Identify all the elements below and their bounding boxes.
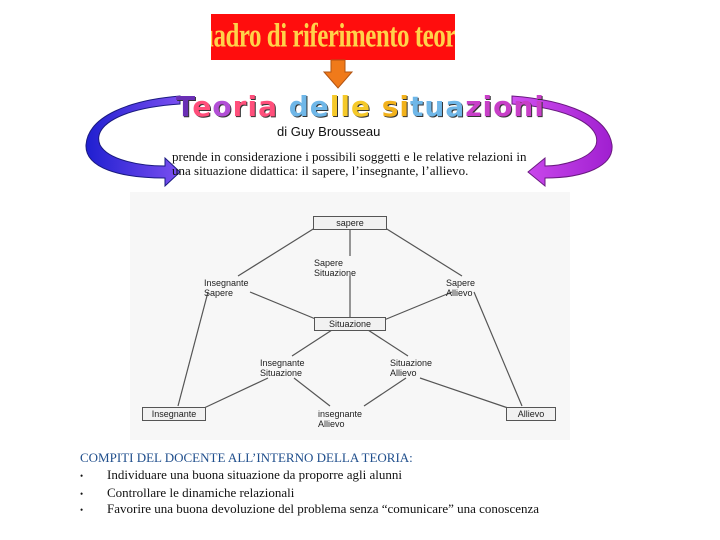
node-sapere: sapere: [313, 216, 387, 230]
theory-title-letter: i: [399, 90, 411, 123]
theory-title-letter: l: [340, 90, 351, 123]
down-arrow-icon: [322, 59, 354, 89]
task-text: Controllare le dinamiche relazionali: [107, 485, 295, 500]
tasks-heading: COMPITI DEL DOCENTE ALL’INTERNO DELLA TE…: [80, 450, 413, 465]
theory-title-letter: s: [381, 90, 400, 123]
node-sapere-allievo-line1: Sapere: [446, 278, 476, 288]
link-sit-sitall: [367, 329, 409, 357]
node-sapere-situazione: Sapere Situazione: [314, 258, 356, 278]
node-situazione-allievo-line2: Allievo: [390, 368, 417, 378]
link-inssit-insall: [293, 377, 331, 407]
author-credit: di Guy Brousseau: [277, 124, 381, 139]
task-item: • Individuare una buona situazione da pro…: [80, 467, 402, 483]
theory-title-letter: o: [212, 90, 233, 123]
theory-title-letter: z: [465, 90, 483, 123]
bullet-icon: •: [80, 471, 84, 482]
node-insegnante-situazione: Insegnante Situazione: [260, 358, 305, 378]
node-situazione: Situazione: [314, 317, 386, 331]
node-insegnante-situazione-line2: Situazione: [260, 368, 303, 378]
node-situazione-allievo-line1: Situazione: [390, 358, 433, 368]
theory-title-letter: e: [309, 90, 330, 123]
theory-title-letter: a: [445, 90, 466, 123]
theory-description: prende in considerazione i possibili sog…: [172, 149, 527, 178]
theory-title-letter: i: [482, 90, 494, 123]
theory-title-letter: a: [258, 90, 278, 123]
theory-title-letter: d: [288, 90, 310, 123]
theory-title-letter: l: [329, 90, 341, 123]
node-insegnante-allievo-line2: Allievo: [318, 419, 345, 429]
task-text: Individuare una buona situazione da prop…: [107, 467, 402, 482]
node-insegnante: Insegnante: [142, 407, 206, 421]
node-insegnante-allievo: insegnante Allievo: [318, 409, 362, 429]
main-title: Quadro di riferimento teorico: [211, 18, 455, 55]
task-text: Favorire una buona devoluzione del probl…: [107, 501, 540, 516]
theory-title-letter: t: [410, 90, 425, 123]
link-sit-inssit: [291, 329, 333, 357]
theory-title-letter: e: [192, 90, 213, 123]
node-insegnante-sapere-line2: Sapere: [204, 288, 234, 298]
node-insegnante-allievo-line1: insegnante: [318, 409, 363, 419]
node-situazione-allievo: Situazione Allievo: [390, 358, 432, 378]
theory-title-letter: r: [232, 90, 248, 123]
link-inssap-sit: [249, 291, 319, 321]
curved-arrow-right-icon: [511, 95, 613, 188]
node-sapere-allievo-line2: Allievo: [446, 288, 473, 298]
link-sapall-all: [473, 291, 523, 407]
title-banner: [211, 14, 455, 60]
curved-arrow-left-icon: [85, 95, 181, 188]
node-insegnante-sapere-line1: Insegnante: [204, 278, 249, 288]
bullet-icon: •: [80, 489, 84, 500]
link-inssit-ins: [203, 377, 269, 409]
theory-title-letter: n: [513, 90, 535, 123]
theory-title-letter: T: [176, 90, 193, 123]
theory-title-letter: i: [247, 90, 259, 123]
link-inssap-ins: [177, 291, 209, 407]
theory-title-letter: e: [350, 90, 371, 123]
link-sitall-insall: [363, 377, 407, 407]
node-insegnante-sapere: Insegnante Sapere: [204, 278, 249, 298]
node-sapere-situazione-line1: Sapere: [314, 258, 344, 268]
link-sapere-sapall: [381, 225, 463, 277]
task-item: • Favorire una buona devoluzione del prob…: [80, 501, 539, 517]
theory-title-letter: i: [534, 90, 545, 123]
theory-title: Teoria delle situazioni: [176, 90, 544, 132]
task-item: • Controllare le dinamiche relazionali: [80, 485, 294, 501]
theory-title-letter: u: [424, 90, 446, 123]
link-sapall-sit: [383, 291, 453, 321]
bullet-icon: •: [80, 505, 84, 516]
node-sapere-situazione-line2: Situazione: [314, 268, 357, 278]
node-insegnante-situazione-line1: Insegnante: [260, 358, 305, 368]
link-sitall-all: [419, 377, 509, 409]
link-sapere-inssap: [237, 225, 319, 277]
node-sapere-allievo: Sapere Allievo: [446, 278, 475, 298]
node-allievo: Allievo: [506, 407, 556, 421]
theory-title-letter: o: [493, 90, 514, 123]
